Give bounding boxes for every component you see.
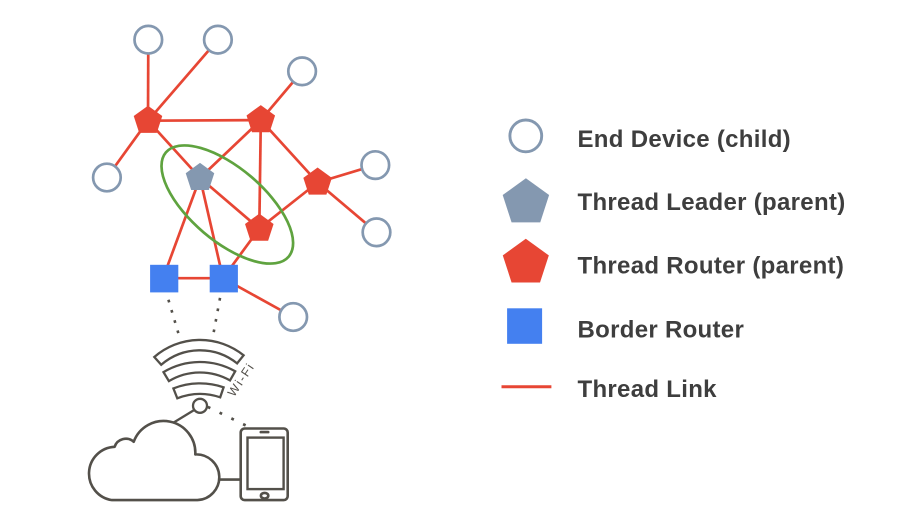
svg-text:Thread Link: Thread Link [578, 376, 718, 403]
svg-text:Thread Leader (parent): Thread Leader (parent) [578, 189, 846, 216]
svg-text:Thread Router (parent): Thread Router (parent) [578, 253, 845, 280]
svg-text:End Device (child): End Device (child) [578, 126, 791, 153]
svg-text:Border Router: Border Router [578, 317, 745, 344]
